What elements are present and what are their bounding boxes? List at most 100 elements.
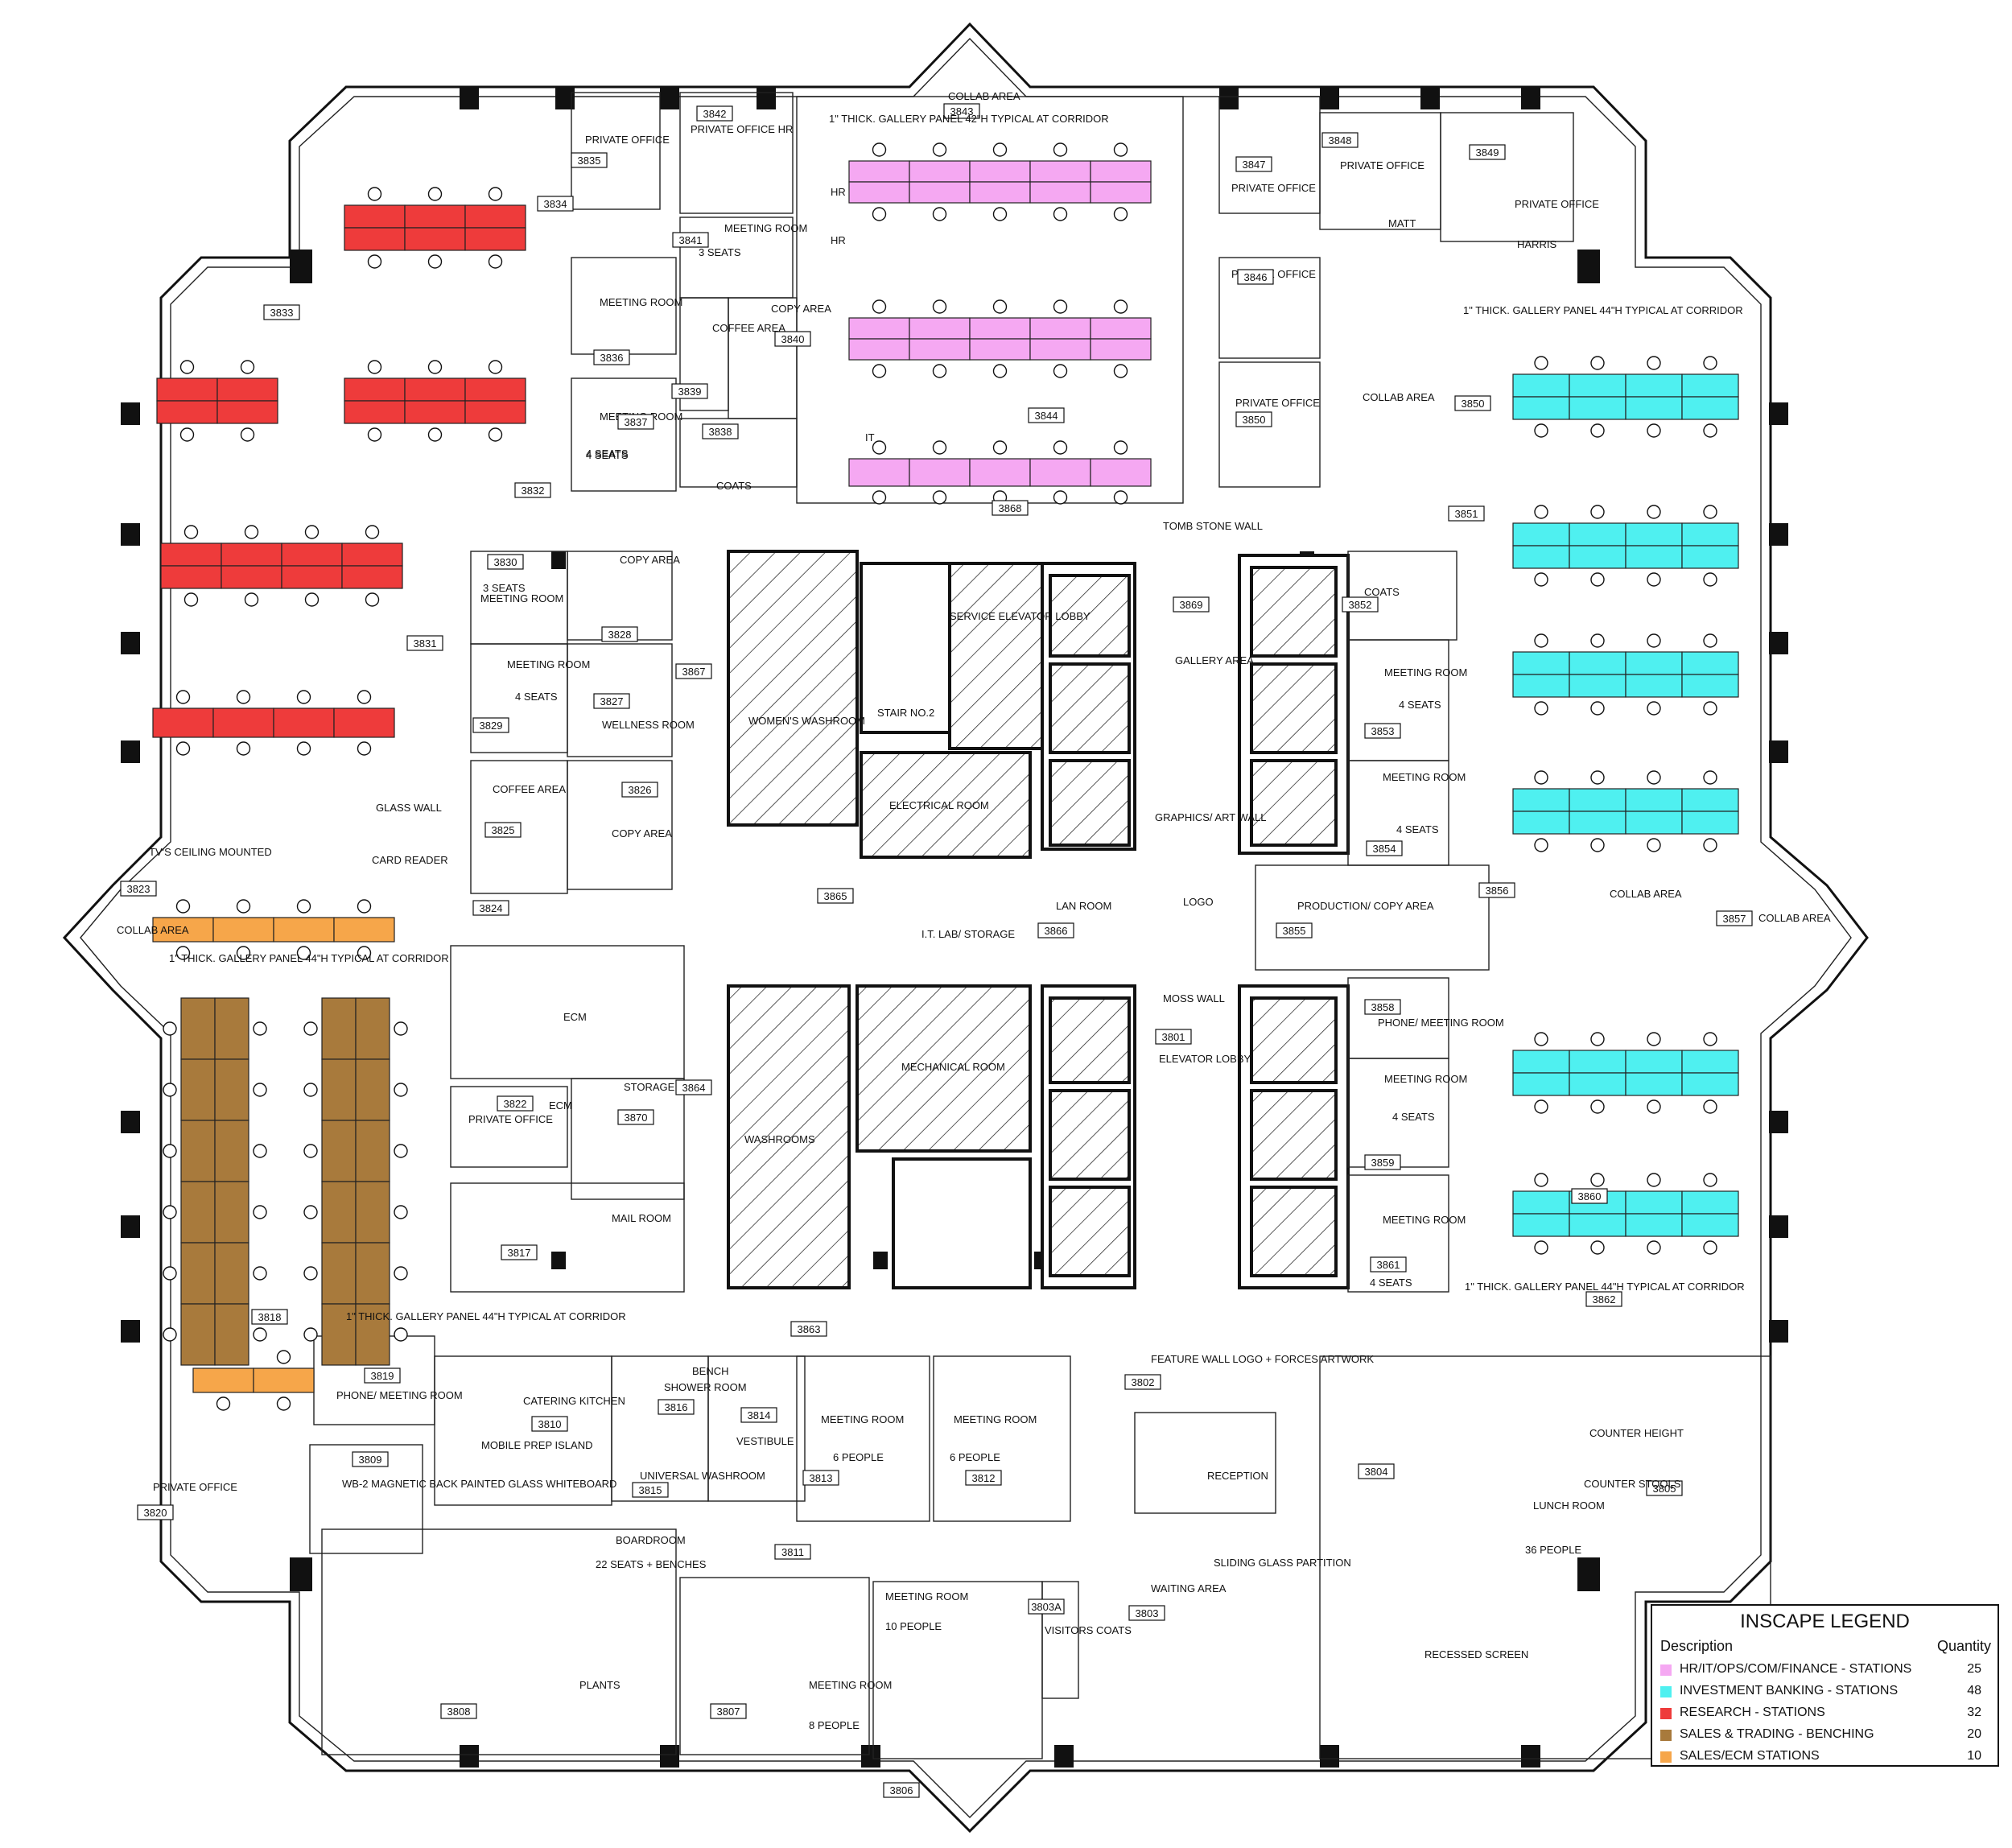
chair-icon — [1647, 505, 1661, 519]
room-3826-name: COPY AREA — [612, 827, 672, 839]
chair-icon — [1053, 440, 1068, 455]
bench-seat — [180, 1120, 216, 1182]
research-cluster-9-12 — [344, 360, 526, 442]
chair-icon — [1534, 505, 1548, 519]
room-number: 3862 — [1593, 1293, 1616, 1306]
chair-icon — [236, 899, 251, 914]
chair-icon — [1534, 1099, 1548, 1114]
room-number: 3826 — [629, 784, 652, 796]
stair-no-2 — [860, 562, 951, 734]
chair-icon — [1113, 299, 1128, 314]
room-number: 3844 — [1035, 410, 1058, 422]
workstation — [1512, 1213, 1570, 1237]
note-counter-height: COUNTER HEIGHT — [1589, 1427, 1684, 1439]
bench-seat — [355, 1303, 390, 1366]
chair-icon — [1113, 440, 1128, 455]
room-number: 3863 — [798, 1323, 821, 1335]
room-tag-3803a: 3803A — [1028, 1598, 1065, 1615]
chair-icon — [175, 946, 191, 960]
chair-icon — [1534, 1032, 1548, 1046]
room-tag-3848: 3848 — [1321, 132, 1359, 148]
room-number: 3851 — [1455, 508, 1478, 520]
chair-icon — [932, 142, 947, 157]
chair-icon — [179, 427, 195, 442]
room-3822-tag: ECM — [549, 1099, 572, 1112]
workstation — [1512, 545, 1570, 569]
room-number: 3819 — [371, 1370, 394, 1382]
room-tag-3850: 3850 — [1454, 395, 1491, 411]
note-mobile-prep: MOBILE PREP ISLAND — [481, 1439, 592, 1451]
room-3828-name: COPY AREA — [620, 554, 680, 566]
room-tag-3862: 3862 — [1585, 1291, 1622, 1307]
interior-partitions — [309, 92, 1771, 1759]
chair-icon — [1113, 364, 1128, 378]
chair-icon — [1703, 1240, 1717, 1255]
note-tomb-stone: TOMB STONE WALL — [1163, 520, 1263, 532]
room-3821-name: MAIL ROOM — [612, 1212, 671, 1224]
room-number: 3869 — [1180, 599, 1203, 611]
room-3806-seats: 10 PEOPLE — [885, 1620, 942, 1632]
room-number: 3856 — [1486, 885, 1509, 897]
chair-icon — [1703, 1099, 1717, 1114]
chair-icon — [1590, 1240, 1605, 1255]
workstation — [1512, 1050, 1570, 1074]
workstation — [1512, 373, 1570, 398]
chair-icon — [303, 1327, 318, 1342]
chair-icon — [992, 142, 1008, 157]
chair-icon — [1590, 1099, 1605, 1114]
workstation — [152, 707, 214, 738]
workstation — [1512, 1072, 1570, 1096]
chair-icon — [253, 1083, 267, 1097]
chair-icon — [304, 592, 320, 607]
workstation — [464, 204, 526, 229]
workstation — [273, 707, 335, 738]
room-number: 3846 — [1244, 271, 1268, 283]
room-number: 3829 — [480, 720, 503, 732]
room-tag-3852: 3852 — [1342, 596, 1379, 613]
room-3836-name: MEETING ROOM — [600, 296, 682, 308]
room-tag-3857: 3857 — [1716, 910, 1753, 926]
chair-icon — [1534, 770, 1548, 785]
room-tag-3807: 3807 — [710, 1703, 747, 1719]
note-moss-wall: MOSS WALL — [1163, 992, 1225, 1004]
legend-quantity: 25 — [1967, 1662, 1981, 1676]
room-tag-3858: 3858 — [1364, 999, 1401, 1015]
workstation — [221, 542, 282, 567]
workstation — [1625, 811, 1683, 835]
legend-swatch — [1660, 1708, 1672, 1719]
room-3820-name: PRIVATE OFFICE — [153, 1481, 237, 1493]
workstation — [1681, 373, 1739, 398]
chair-icon — [365, 525, 380, 539]
room-number: 3852 — [1349, 599, 1372, 611]
chair-icon — [1703, 701, 1717, 716]
chair-icon — [1590, 505, 1605, 519]
bench-seat — [321, 1242, 357, 1305]
chair-icon — [236, 741, 251, 756]
chair-icon — [1590, 356, 1605, 370]
legend-swatch — [1660, 1751, 1672, 1763]
room-tag-3825: 3825 — [484, 822, 522, 838]
chair-icon — [303, 1144, 318, 1158]
room-tag-3817: 3817 — [501, 1244, 538, 1260]
chair-icon — [175, 690, 191, 704]
workstation — [1090, 458, 1152, 487]
bench-seat — [180, 1058, 216, 1121]
bench-seat — [214, 1058, 249, 1121]
room-3857-name: COLLAB AREA — [1758, 912, 1831, 924]
room-seats: 4 SEATS — [515, 691, 558, 703]
room-3803a-name: VISITORS COATS — [1045, 1624, 1132, 1636]
workstation — [152, 917, 214, 943]
room-3808-name: BOARDROOM — [616, 1534, 686, 1546]
workstation — [156, 400, 218, 424]
workstation — [341, 542, 403, 567]
research-cluster-25-32 — [152, 690, 395, 756]
chair-icon — [1647, 838, 1661, 852]
chair-icon — [303, 1266, 318, 1281]
workstation — [1569, 545, 1627, 569]
room-3848-name: PRIVATE OFFICE — [1340, 159, 1424, 171]
workstation — [848, 160, 910, 183]
room-number: 3853 — [1371, 725, 1395, 737]
chair-icon — [872, 207, 887, 221]
room-tag-3816: 3816 — [658, 1399, 695, 1415]
